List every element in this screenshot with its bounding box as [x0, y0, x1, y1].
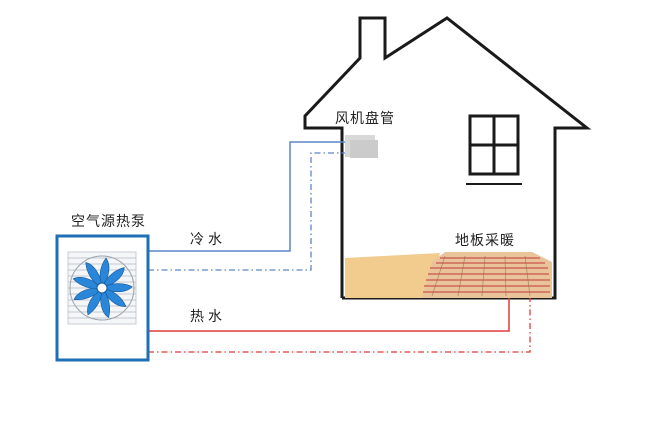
hot-water-supply-pipe — [148, 298, 510, 332]
floor-heating-panel — [345, 252, 552, 298]
fan-coil-label: 风机盘管 — [335, 111, 395, 127]
cold-water-supply-pipe — [148, 141, 345, 252]
floor-heating-label: 地板采暖 — [455, 233, 515, 249]
cold-water-return-pipe — [148, 152, 345, 271]
fan-coil-unit — [345, 135, 378, 158]
fan-icon — [69, 255, 135, 321]
window-icon — [466, 114, 522, 185]
heat-pump-label: 空气源热泵 — [71, 214, 146, 230]
house-outline — [303, 16, 592, 300]
hot-water-return-pipe — [148, 298, 531, 353]
hot-water-label: 热水 — [190, 309, 226, 325]
heat-pump-unit — [55, 234, 150, 362]
cold-water-label: 冷水 — [190, 232, 226, 248]
